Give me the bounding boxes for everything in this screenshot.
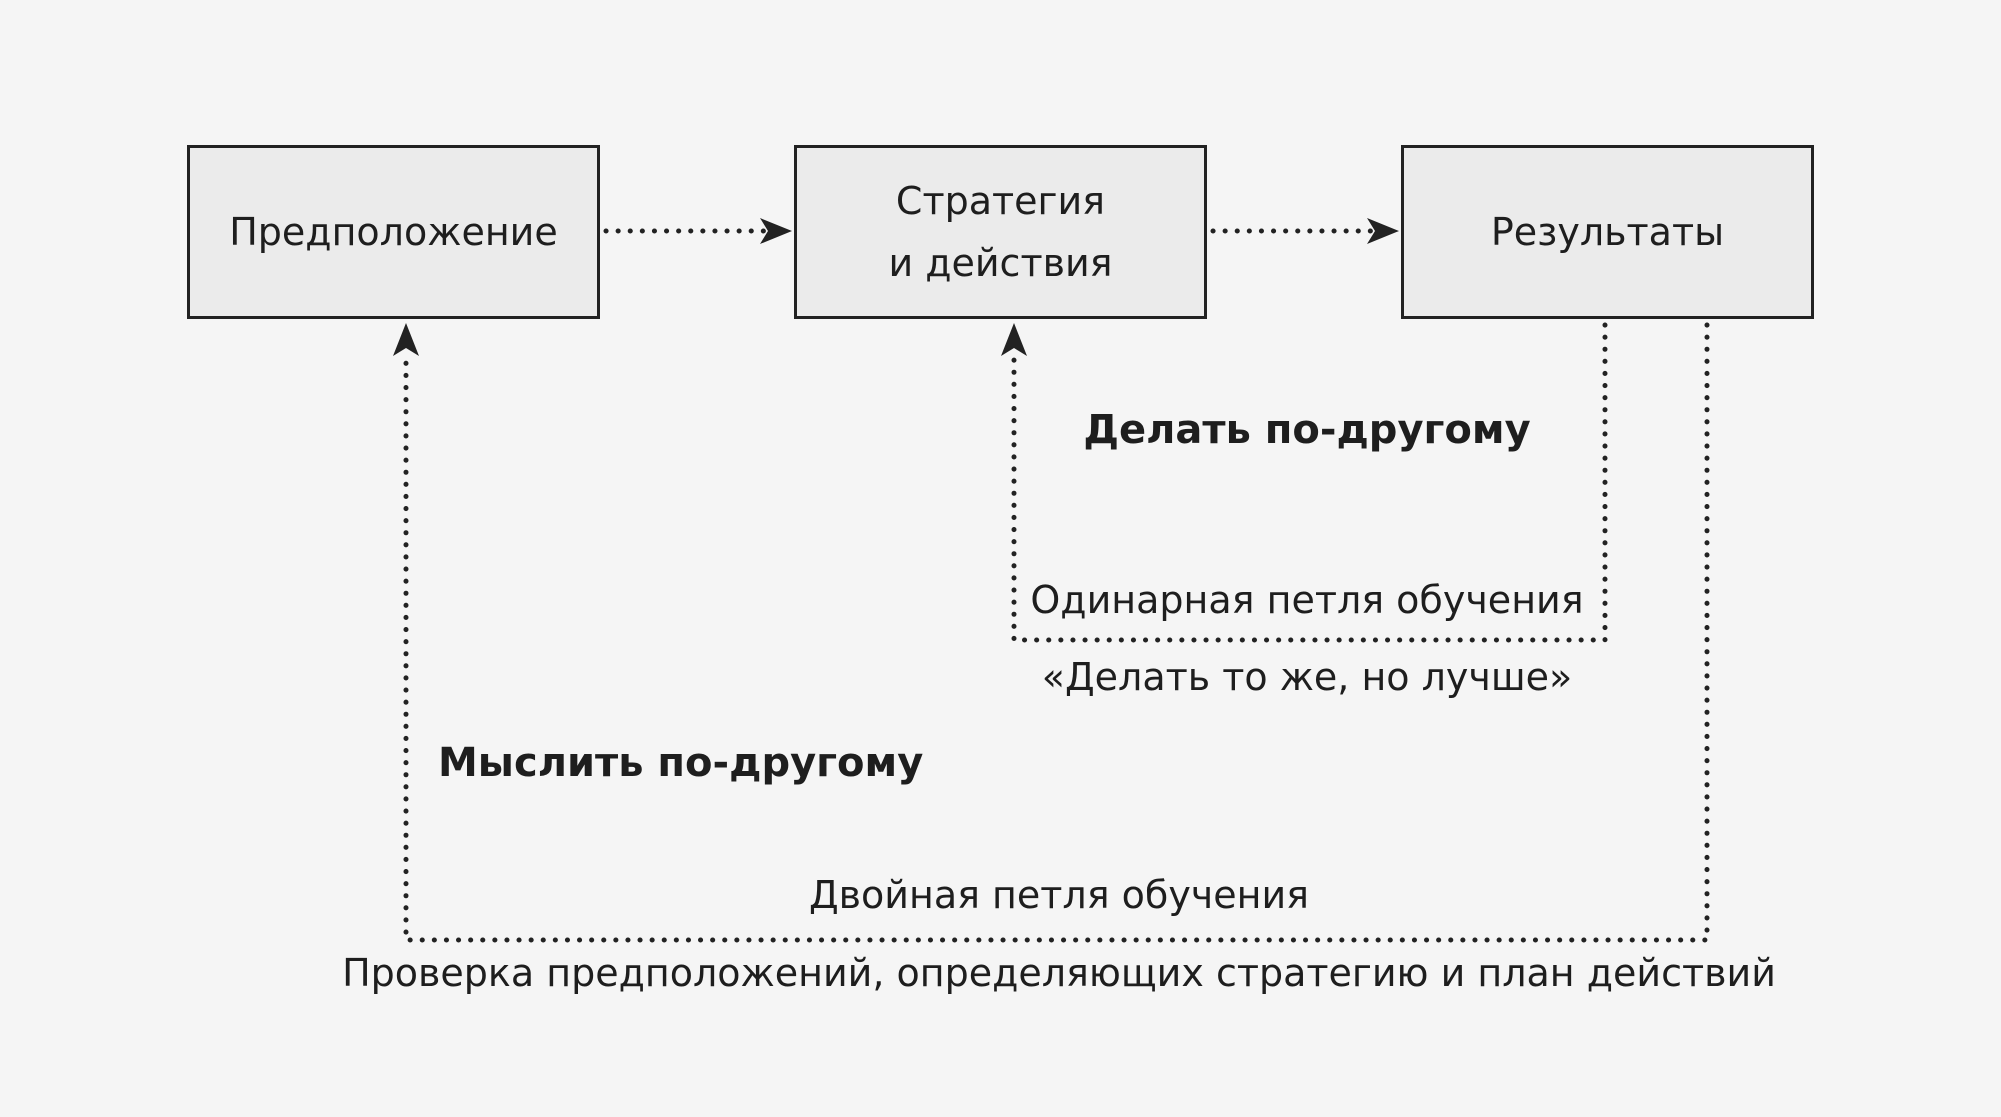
results-label: Результаты <box>1490 210 1725 254</box>
arrowhead-strategy <box>760 218 792 244</box>
single-loop-label: Одинарная петля обучения <box>1030 578 1584 622</box>
arrowhead-double-loop-up <box>393 323 419 356</box>
strategy-box: Стратегия и действия <box>794 145 1207 319</box>
assumption-box: Предположение <box>187 145 600 319</box>
think-differently-label: Мыслить по-другому <box>438 740 924 786</box>
do-differently-label: Делать по-другому <box>1083 407 1531 453</box>
double-loop-subtitle: Проверка предположений, определяющих стр… <box>342 951 1776 995</box>
strategy-label: Стратегия и действия <box>888 179 1113 285</box>
double-loop-label: Двойная петля обучения <box>808 873 1310 917</box>
single-loop-path <box>1011 322 1608 643</box>
arrowhead-results <box>1367 218 1399 244</box>
single-loop-subtitle: «Делать то же, но лучше» <box>1041 655 1573 699</box>
arrowhead-single-loop-up <box>1001 323 1027 356</box>
assumption-label: Предположение <box>229 210 558 254</box>
results-box: Результаты <box>1401 145 1814 319</box>
